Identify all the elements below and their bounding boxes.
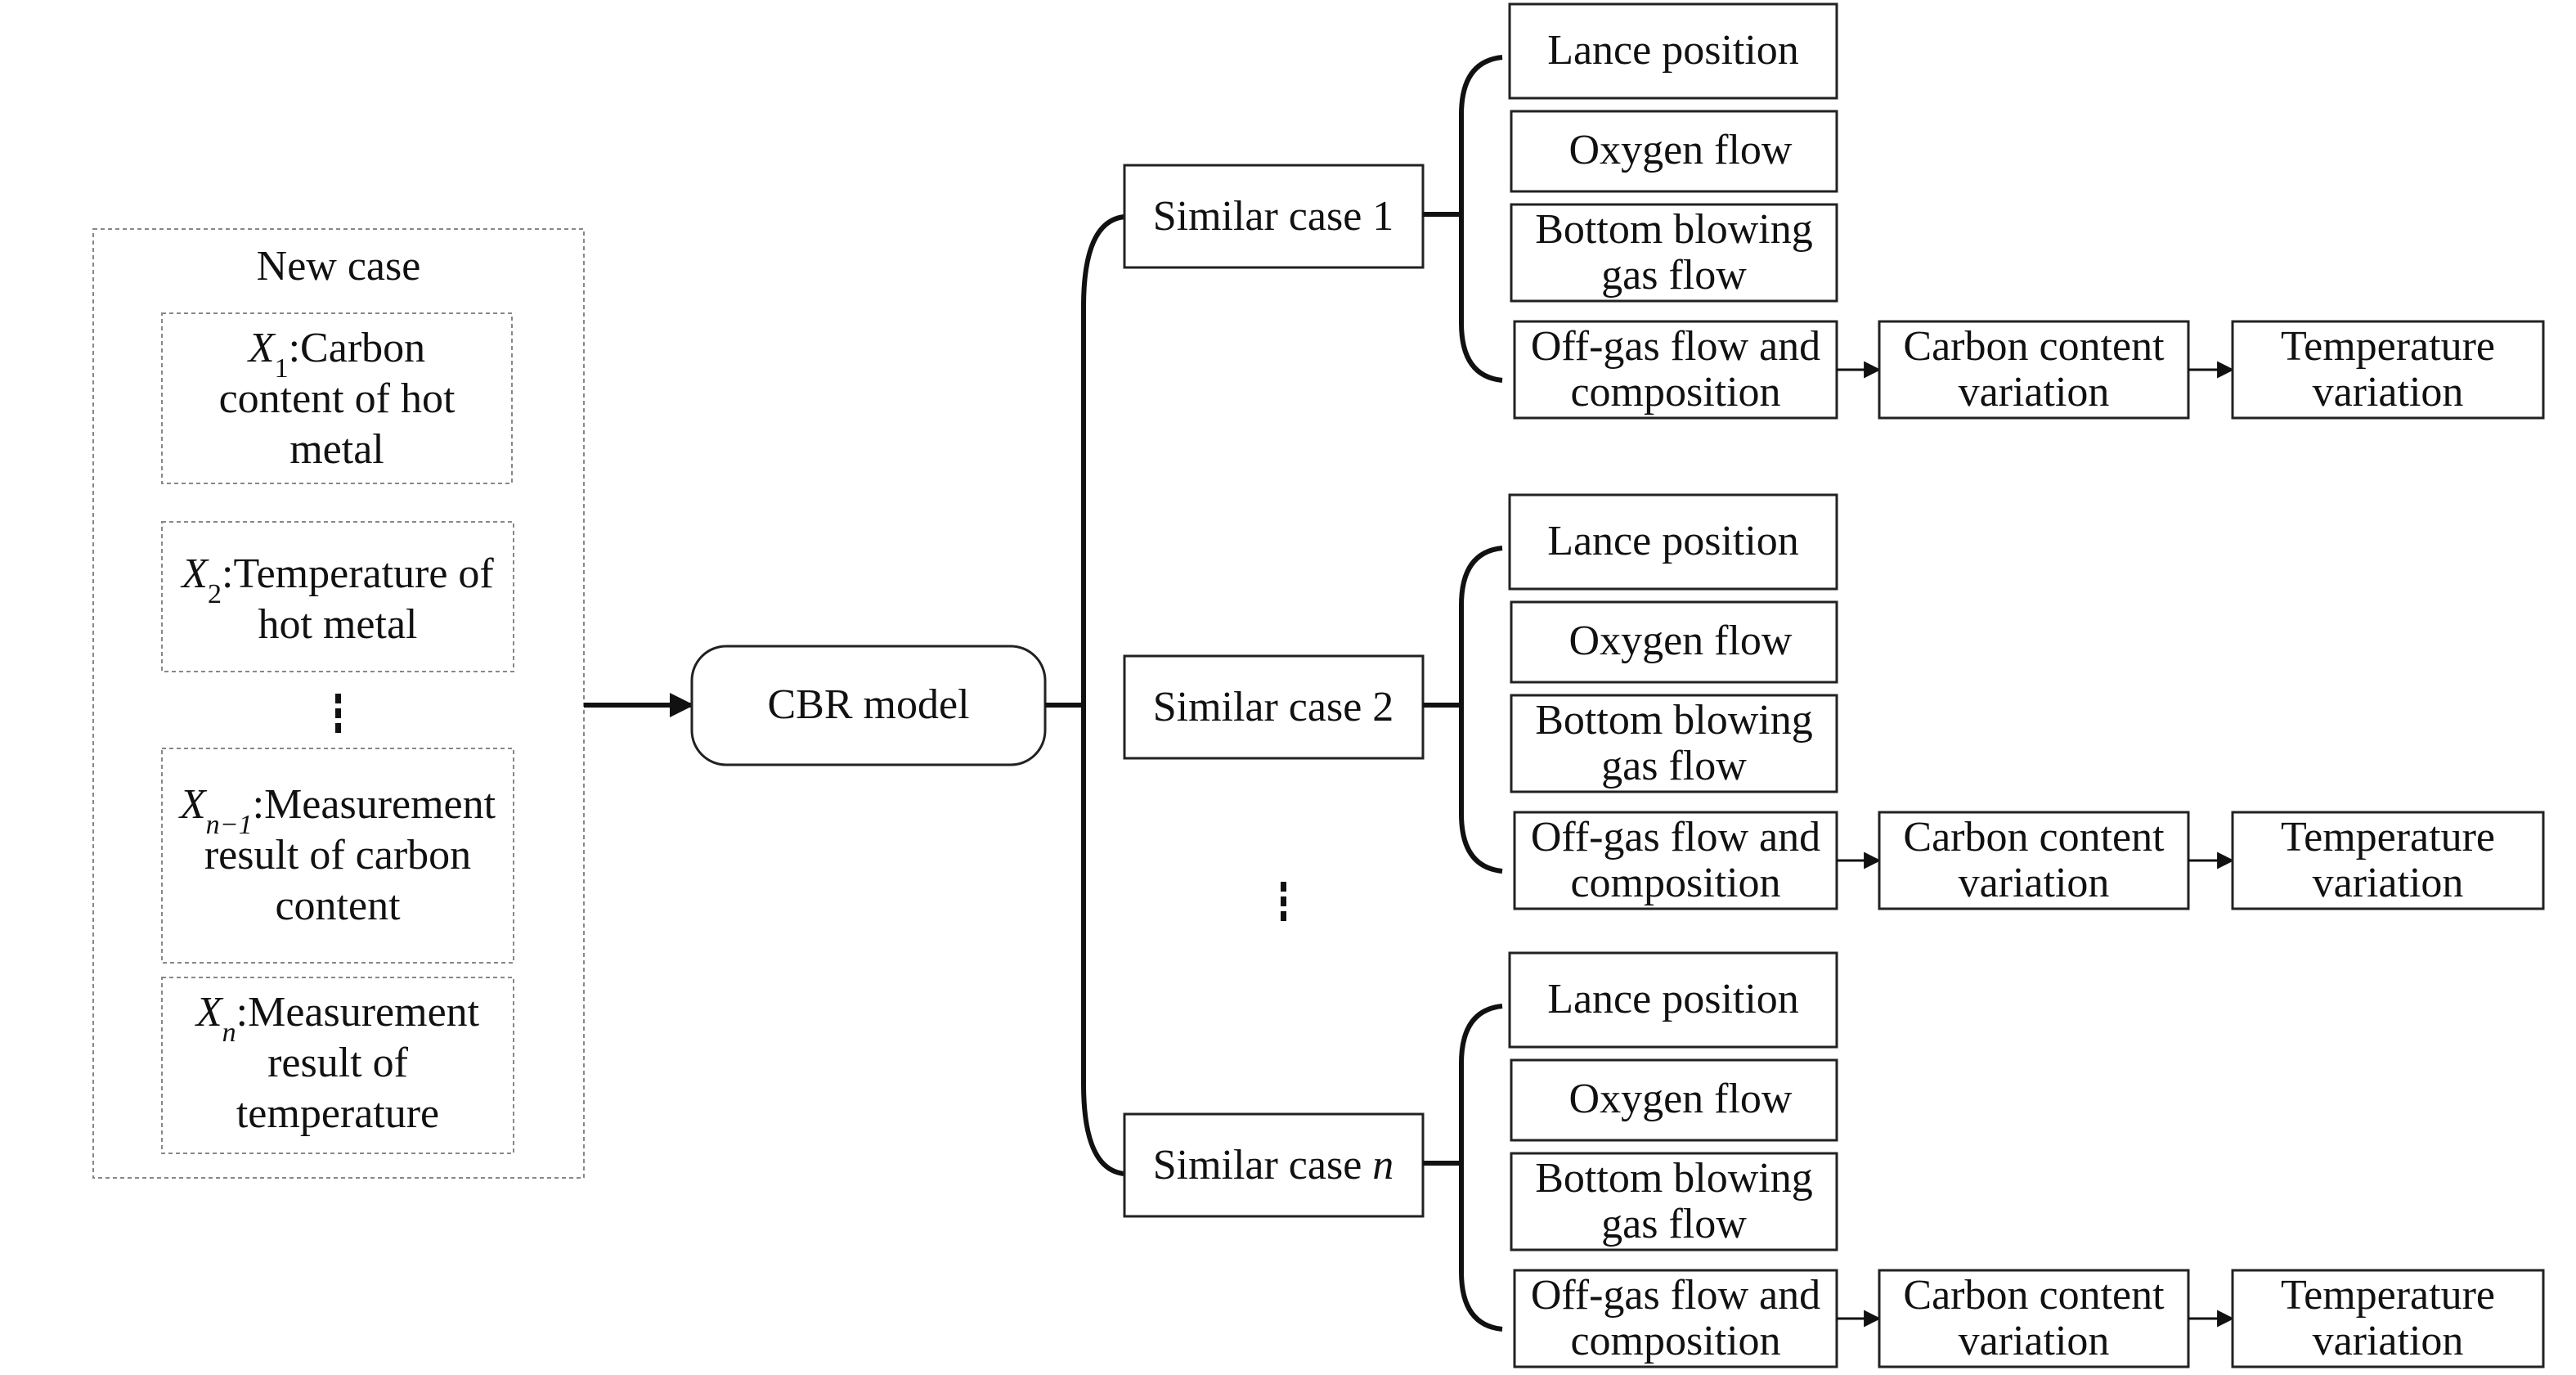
case-bracket (1459, 1004, 1503, 1332)
off-gas-label-line2: composition (1570, 1318, 1780, 1364)
variable-x1-line1: X1:Carbon (247, 325, 425, 384)
similar-case-box (1123, 164, 1425, 269)
vertical-ellipsis-left (335, 694, 341, 733)
variable-box-xn-1: Xn−1:Measurement result of carbon conten… (161, 748, 514, 964)
bottom-blowing-label-line2: gas flow (1601, 252, 1747, 299)
carbon-variation-box (1878, 320, 2190, 420)
lance-position-label: Lance position (1547, 518, 1799, 564)
variable-xn-line2: result of (267, 1040, 409, 1086)
variable-x2-line1: X2:Temperature of (180, 550, 494, 609)
oxygen-flow-box (1510, 1058, 1838, 1142)
lance-position-box (1508, 951, 1838, 1049)
variable-box-x1: X1:Carbon content of hot metal (161, 312, 513, 484)
temperature-variation-label-line1: Temperature (2281, 323, 2495, 370)
temperature-variation-label-line2: variation (2313, 1318, 2464, 1364)
new-case-panel: New case X1:Carbon content of hot metal … (92, 228, 585, 1179)
off-gas-label-line1: Off-gas flow and (1531, 1272, 1820, 1319)
bottom-blowing-label-line2: gas flow (1601, 743, 1747, 789)
carbon-variation-label-line2: variation (1959, 1318, 2110, 1364)
cbr-model-node: CBR model (690, 645, 1047, 766)
similar-case-box (1123, 1112, 1425, 1218)
carbon-variation-label-line2: variation (1959, 860, 2110, 906)
oxygen-flow-box (1510, 110, 1838, 193)
off-gas-box (1513, 320, 1838, 420)
variable-x2-line2: hot metal (258, 601, 418, 648)
similar-case-box (1123, 654, 1425, 760)
variable-box-x2: X2:Temperature of hot metal (161, 521, 514, 672)
oxygen-flow-label: Oxygen flow (1569, 618, 1793, 664)
temperature-variation-box (2231, 1269, 2545, 1368)
variable-xn-line1: Xn:Measurement (195, 989, 480, 1048)
variable-xn-1-line2: result of carbon (204, 832, 471, 878)
off-gas-box (1513, 1269, 1838, 1368)
bottom-blowing-box (1510, 1152, 1838, 1251)
lance-position-label: Lance position (1547, 27, 1799, 74)
off-gas-label-line1: Off-gas flow and (1531, 814, 1820, 860)
main-bracket (1045, 214, 1125, 1176)
lance-position-box (1508, 2, 1838, 100)
similar-case-label: Similar case n (1153, 1142, 1394, 1189)
bottom-blowing-box (1510, 694, 1838, 793)
temperature-variation-label-line2: variation (2313, 369, 2464, 416)
off-gas-box (1513, 811, 1838, 910)
carbon-variation-label-line1: Carbon content (1903, 1272, 2165, 1319)
bottom-blowing-label-line1: Bottom blowing (1535, 697, 1812, 744)
oxygen-flow-box (1510, 600, 1838, 684)
bottom-blowing-label-line1: Bottom blowing (1535, 206, 1812, 253)
vertical-ellipsis-middle (1281, 882, 1286, 921)
lance-position-label: Lance position (1547, 976, 1799, 1022)
cbr-model-label: CBR model (767, 681, 969, 728)
bottom-blowing-box (1510, 203, 1838, 303)
bottom-blowing-label-line1: Bottom blowing (1535, 1155, 1812, 1202)
similar-case-label: Similar case 2 (1153, 684, 1394, 730)
carbon-variation-box (1878, 811, 2190, 910)
temperature-variation-box (2231, 320, 2545, 420)
oxygen-flow-label: Oxygen flow (1569, 127, 1793, 173)
variable-box-xn: Xn:Measurement result of temperature (161, 977, 514, 1154)
off-gas-label-line1: Off-gas flow and (1531, 323, 1820, 370)
similar-case-label: Similar case 1 (1153, 193, 1394, 240)
off-gas-label-line2: composition (1570, 369, 1780, 416)
carbon-variation-box (1878, 1269, 2190, 1368)
temperature-variation-label-line1: Temperature (2281, 1272, 2495, 1319)
variable-xn-line3: temperature (236, 1090, 439, 1137)
temperature-variation-box (2231, 811, 2545, 910)
carbon-variation-label-line1: Carbon content (1903, 814, 2165, 860)
carbon-variation-label-line1: Carbon content (1903, 323, 2165, 370)
variable-xn-1-line1: Xn−1:Measurement (178, 781, 496, 840)
lance-position-box (1508, 493, 1838, 591)
case-bracket (1459, 546, 1503, 874)
new-case-title: New case (257, 243, 421, 290)
variable-x1-line2: content of hot (219, 375, 456, 422)
variable-x1-line3: metal (289, 426, 384, 473)
off-gas-label-line2: composition (1570, 860, 1780, 906)
case-bracket (1459, 55, 1503, 383)
variable-xn-1-line3: content (275, 883, 401, 929)
bottom-blowing-label-line2: gas flow (1601, 1201, 1747, 1247)
temperature-variation-label-line1: Temperature (2281, 814, 2495, 860)
temperature-variation-label-line2: variation (2313, 860, 2464, 906)
oxygen-flow-label: Oxygen flow (1569, 1076, 1793, 1122)
carbon-variation-label-line2: variation (1959, 369, 2110, 416)
